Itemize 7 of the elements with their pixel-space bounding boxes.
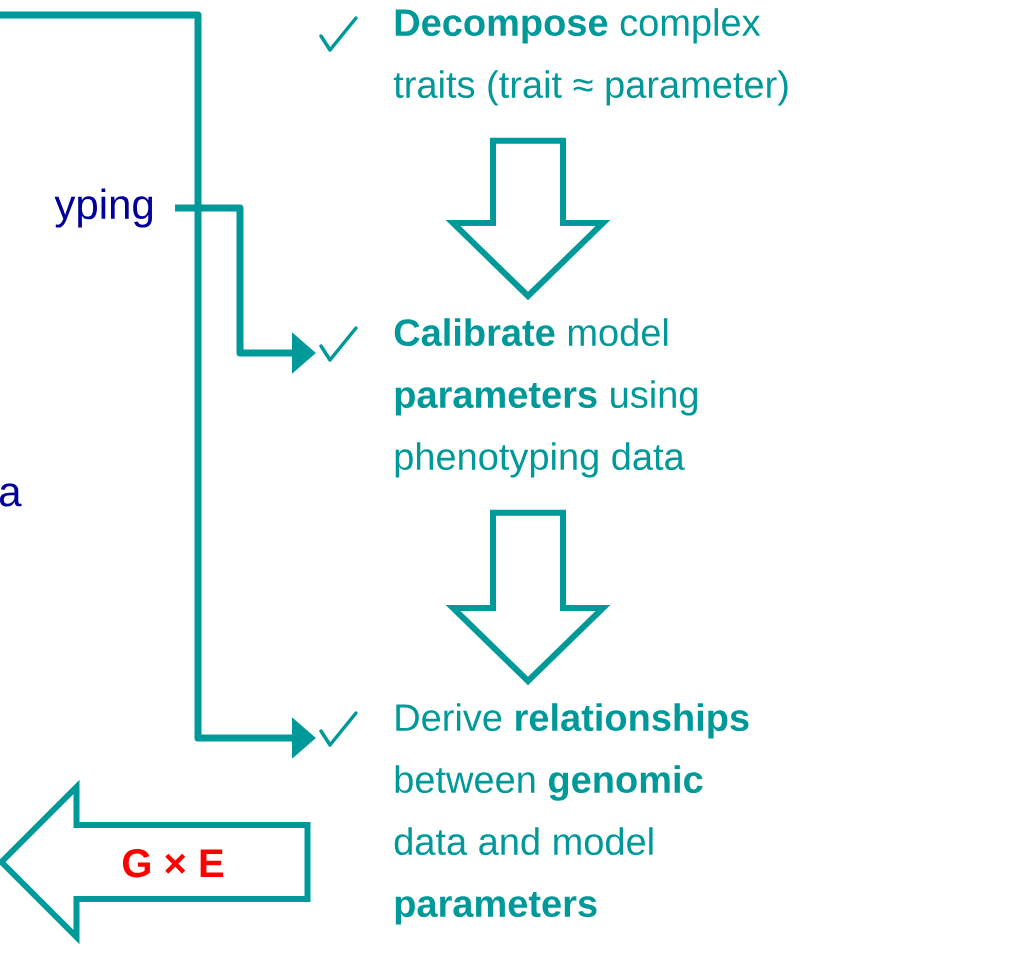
block-arrow	[445, 137, 611, 301]
step-text: Decompose complex traits (trait ≈ parameter)	[393, 8, 788, 106]
step-text: Calibrate model parameters using phenotyping data	[394, 318, 698, 478]
step-text: Derive relationships between genomic data and model parameters	[394, 703, 749, 925]
block-arrow	[445, 509, 611, 686]
text-fragment: a	[0, 483, 22, 507]
text-fragment: yping	[54, 188, 153, 228]
